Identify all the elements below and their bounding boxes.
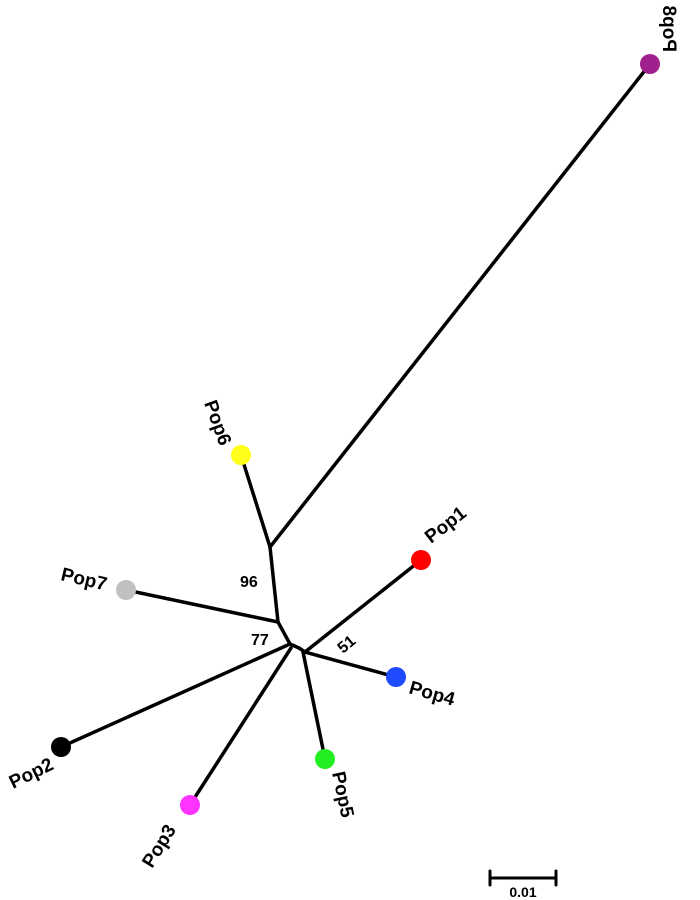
scale-bar: 0.01 bbox=[488, 869, 558, 900]
taxon-label-pop5: Pop5 bbox=[327, 770, 357, 820]
taxon-label-pop3: Pop3 bbox=[138, 821, 180, 872]
branch-pop4 bbox=[303, 650, 398, 679]
branch-pop3 bbox=[188, 646, 293, 807]
branch-pop6 bbox=[239, 453, 272, 549]
tip-marker-pop5 bbox=[315, 749, 335, 769]
taxon-label-pop1: Pop1 bbox=[421, 503, 471, 548]
tip-marker-pop6 bbox=[231, 445, 251, 465]
taxon-label-pop2: Pop2 bbox=[6, 754, 57, 793]
branch-pop2 bbox=[59, 642, 292, 749]
tree-branches bbox=[59, 62, 652, 807]
tip-markers bbox=[51, 54, 660, 815]
taxon-label-pop6: Pop6 bbox=[199, 398, 235, 449]
bootstrap-label-96: 96 bbox=[240, 574, 258, 591]
taxon-labels: Pop1 Pop2 Pop3 Pop4 Pop5 Pop6 Pop7 Pop8 bbox=[6, 6, 679, 872]
branch-pop1 bbox=[303, 558, 423, 654]
taxon-label-pop4: Pop4 bbox=[407, 678, 458, 711]
tip-marker-pop3 bbox=[180, 795, 200, 815]
tip-marker-pop2 bbox=[51, 737, 71, 757]
branch-internal-96 bbox=[268, 545, 280, 624]
tip-marker-pop7 bbox=[116, 580, 136, 600]
tip-marker-pop1 bbox=[411, 550, 431, 570]
taxon-label-pop7: Pop7 bbox=[59, 564, 109, 595]
bootstrap-label-51: 51 bbox=[335, 633, 360, 658]
branch-pop8 bbox=[268, 62, 652, 549]
tip-marker-pop8 bbox=[640, 54, 660, 74]
bootstrap-labels: 96 77 51 bbox=[240, 574, 359, 657]
scale-bar-label: 0.01 bbox=[509, 884, 536, 900]
taxon-label-pop8: Pop8 bbox=[658, 6, 679, 52]
tip-marker-pop4 bbox=[386, 667, 406, 687]
branch-pop5 bbox=[301, 650, 327, 761]
bootstrap-label-77: 77 bbox=[251, 632, 269, 649]
branch-pop7 bbox=[124, 588, 280, 624]
